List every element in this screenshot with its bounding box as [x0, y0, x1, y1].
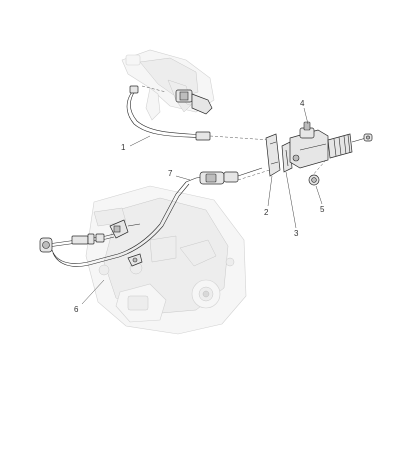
- callout-6: 6: [74, 305, 79, 314]
- part-6-slave-pipe: [39, 181, 190, 267]
- part-4-master-cylinder: [289, 121, 373, 177]
- callout-3: 3: [294, 229, 299, 238]
- pedal-box-fitting: [175, 89, 213, 115]
- part-7-quick-connect-hose: [185, 167, 277, 185]
- callout-2: 2: [264, 208, 269, 217]
- slave-connector: [109, 219, 143, 267]
- callout-7: 7: [168, 169, 173, 178]
- part-5-nut: [308, 174, 320, 186]
- callout-labels: 1 2 3 4 5 6 7: [74, 99, 325, 314]
- callout-1: 1: [121, 143, 126, 152]
- gearbox-ghost: [85, 185, 247, 335]
- part-3-seal: [281, 141, 293, 173]
- callout-5: 5: [320, 205, 325, 214]
- part-2-mounting-plate: [265, 133, 281, 177]
- leader-lines: [81, 107, 323, 305]
- callout-4: 4: [300, 99, 305, 108]
- part-1-hydraulic-hose: [126, 85, 271, 141]
